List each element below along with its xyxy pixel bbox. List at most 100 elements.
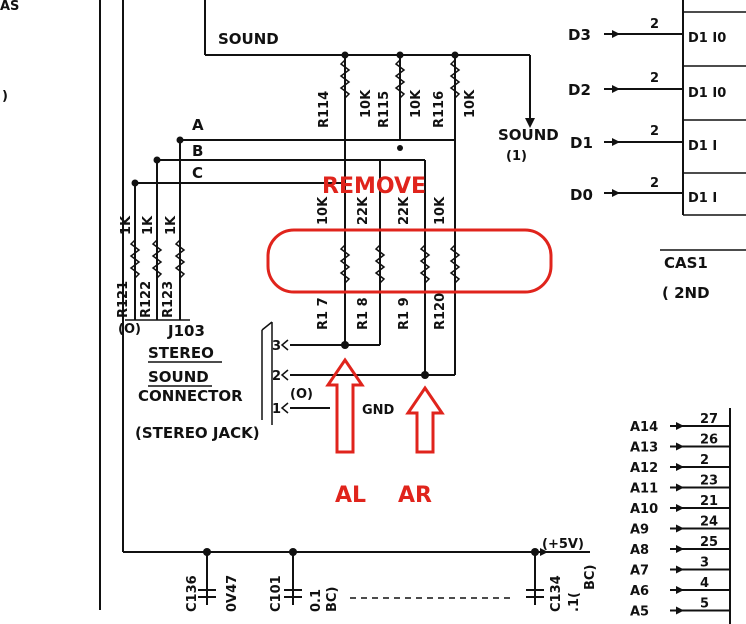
address-name: A11 xyxy=(630,482,658,497)
address-input-a7: A73 xyxy=(630,556,730,579)
svg-text:2: 2 xyxy=(650,124,659,139)
resistor-r118: R1 8 22K xyxy=(356,196,386,330)
bus-a-label: A xyxy=(192,116,204,134)
resistor-r122: R122 1K xyxy=(139,160,163,320)
address-name: A8 xyxy=(630,543,649,558)
data-input-d1: D1 2 D1 I xyxy=(570,124,717,154)
address-pin: 25 xyxy=(700,535,718,550)
address-input-a8: A8 25 xyxy=(630,535,730,558)
svg-text:2: 2 xyxy=(650,17,659,32)
svg-text:10K: 10K xyxy=(359,89,374,118)
resistor-r115: R115 10K xyxy=(377,55,424,140)
svg-text:10K: 10K xyxy=(409,89,424,118)
svg-text:1K: 1K xyxy=(141,215,156,235)
address-name: A6 xyxy=(630,584,649,599)
address-pin: 5 xyxy=(700,597,709,612)
svg-text:C101: C101 xyxy=(269,575,284,612)
resistor-r119: R1 9 22K xyxy=(397,196,431,330)
address-pin: 4 xyxy=(700,576,709,591)
svg-text:D0: D0 xyxy=(570,186,593,204)
corner-mid-label: ) xyxy=(2,89,8,104)
sound-out-label: SOUND xyxy=(498,126,559,144)
svg-text:22K: 22K xyxy=(356,196,371,225)
svg-text:R121: R121 xyxy=(116,281,131,318)
address-pin: 26 xyxy=(700,433,718,448)
address-pin: 3 xyxy=(700,556,709,571)
address-input-a5: A5 5 xyxy=(630,597,730,620)
svg-text:0V47: 0V47 xyxy=(225,575,240,612)
node-ar xyxy=(421,371,429,379)
svg-text:1K: 1K xyxy=(119,215,134,235)
svg-text:22K: 22K xyxy=(397,196,412,225)
svg-text:R116: R116 xyxy=(432,91,447,128)
power-label: (+5V) xyxy=(542,537,584,552)
address-name: A5 xyxy=(630,605,649,620)
node-al xyxy=(341,341,349,349)
svg-text:R123: R123 xyxy=(161,281,176,318)
address-name: A13 xyxy=(630,441,658,456)
address-input-a13: A13 26 xyxy=(630,433,730,456)
connector-line1: STEREO xyxy=(148,344,214,362)
svg-text:D2: D2 xyxy=(568,81,591,99)
pin-o-label: (O) xyxy=(290,387,313,402)
address-input-a9: A9 24 xyxy=(630,515,730,538)
svg-text:1K: 1K xyxy=(164,215,179,235)
remove-annotation: REMOVE xyxy=(322,174,426,199)
capacitor-c136: C136 0V47 xyxy=(185,548,240,612)
sound-net-label: SOUND xyxy=(218,30,279,48)
resistor-r117: R1 7 10K xyxy=(316,196,351,330)
svg-text:R122: R122 xyxy=(139,281,154,318)
stereo-jack-symbol xyxy=(261,321,330,425)
pin1-label: 1 xyxy=(272,402,281,417)
svg-text:10K: 10K xyxy=(433,196,448,225)
cas1-sub-label: ( 2ND xyxy=(662,284,710,302)
bus-c-label: C xyxy=(192,164,203,182)
svg-text:R1 8: R1 8 xyxy=(356,297,371,330)
resistor-r123: R123 1K xyxy=(161,140,186,320)
svg-text:R115: R115 xyxy=(377,91,392,128)
sound-out-number: (1) xyxy=(506,149,527,164)
data-input-d0: D0 2 D1 I xyxy=(570,176,717,206)
address-input-a6: A6 4 xyxy=(630,576,730,599)
ar-label: AR xyxy=(398,483,432,508)
address-name: A10 xyxy=(630,502,658,517)
connector-line3: CONNECTOR xyxy=(138,387,243,405)
svg-text:0.1: 0.1 xyxy=(309,589,324,612)
svg-text:BC): BC) xyxy=(325,587,340,612)
connector-line2: SOUND xyxy=(148,368,209,386)
bus-b-label: B xyxy=(192,142,203,160)
svg-text:2: 2 xyxy=(650,71,659,86)
svg-text:D1 I: D1 I xyxy=(688,139,717,154)
capacitor-c101: C101 0.1 BC) xyxy=(269,548,340,612)
address-pin: 24 xyxy=(700,515,718,530)
svg-text:C134: C134 xyxy=(549,575,564,612)
svg-text:10K: 10K xyxy=(316,196,331,225)
connector-desc: (STEREO JACK) xyxy=(135,424,260,442)
gnd-label: GND xyxy=(362,403,395,418)
junction-r115-bus xyxy=(397,145,403,151)
svg-text:2: 2 xyxy=(650,176,659,191)
data-input-d3: D3 2 D1 I0 xyxy=(568,17,726,46)
power-arrow-head xyxy=(540,548,548,556)
svg-text:C136: C136 xyxy=(185,575,200,612)
corner-top-label: AS xyxy=(0,0,19,14)
svg-text:D1 I0: D1 I0 xyxy=(688,86,726,101)
svg-text:R114: R114 xyxy=(317,91,332,128)
address-pin: 2 xyxy=(700,453,709,468)
svg-text:10K: 10K xyxy=(463,89,478,118)
svg-text:D1: D1 xyxy=(570,134,593,152)
svg-text:D1 I0: D1 I0 xyxy=(688,31,726,46)
svg-text:R120: R120 xyxy=(433,293,448,330)
svg-text:BC): BC) xyxy=(583,565,598,590)
resistor-r114: R114 10K xyxy=(317,55,374,345)
capacitor-c134: C134 .1( BC) xyxy=(526,548,598,612)
address-name: A9 xyxy=(630,523,649,538)
al-arrow xyxy=(325,357,365,454)
cas1-label: CAS1 xyxy=(664,254,708,272)
ar-arrow xyxy=(405,385,445,454)
svg-text:R1 9: R1 9 xyxy=(397,297,412,330)
resistor-r121: R121 1K xyxy=(116,183,141,320)
